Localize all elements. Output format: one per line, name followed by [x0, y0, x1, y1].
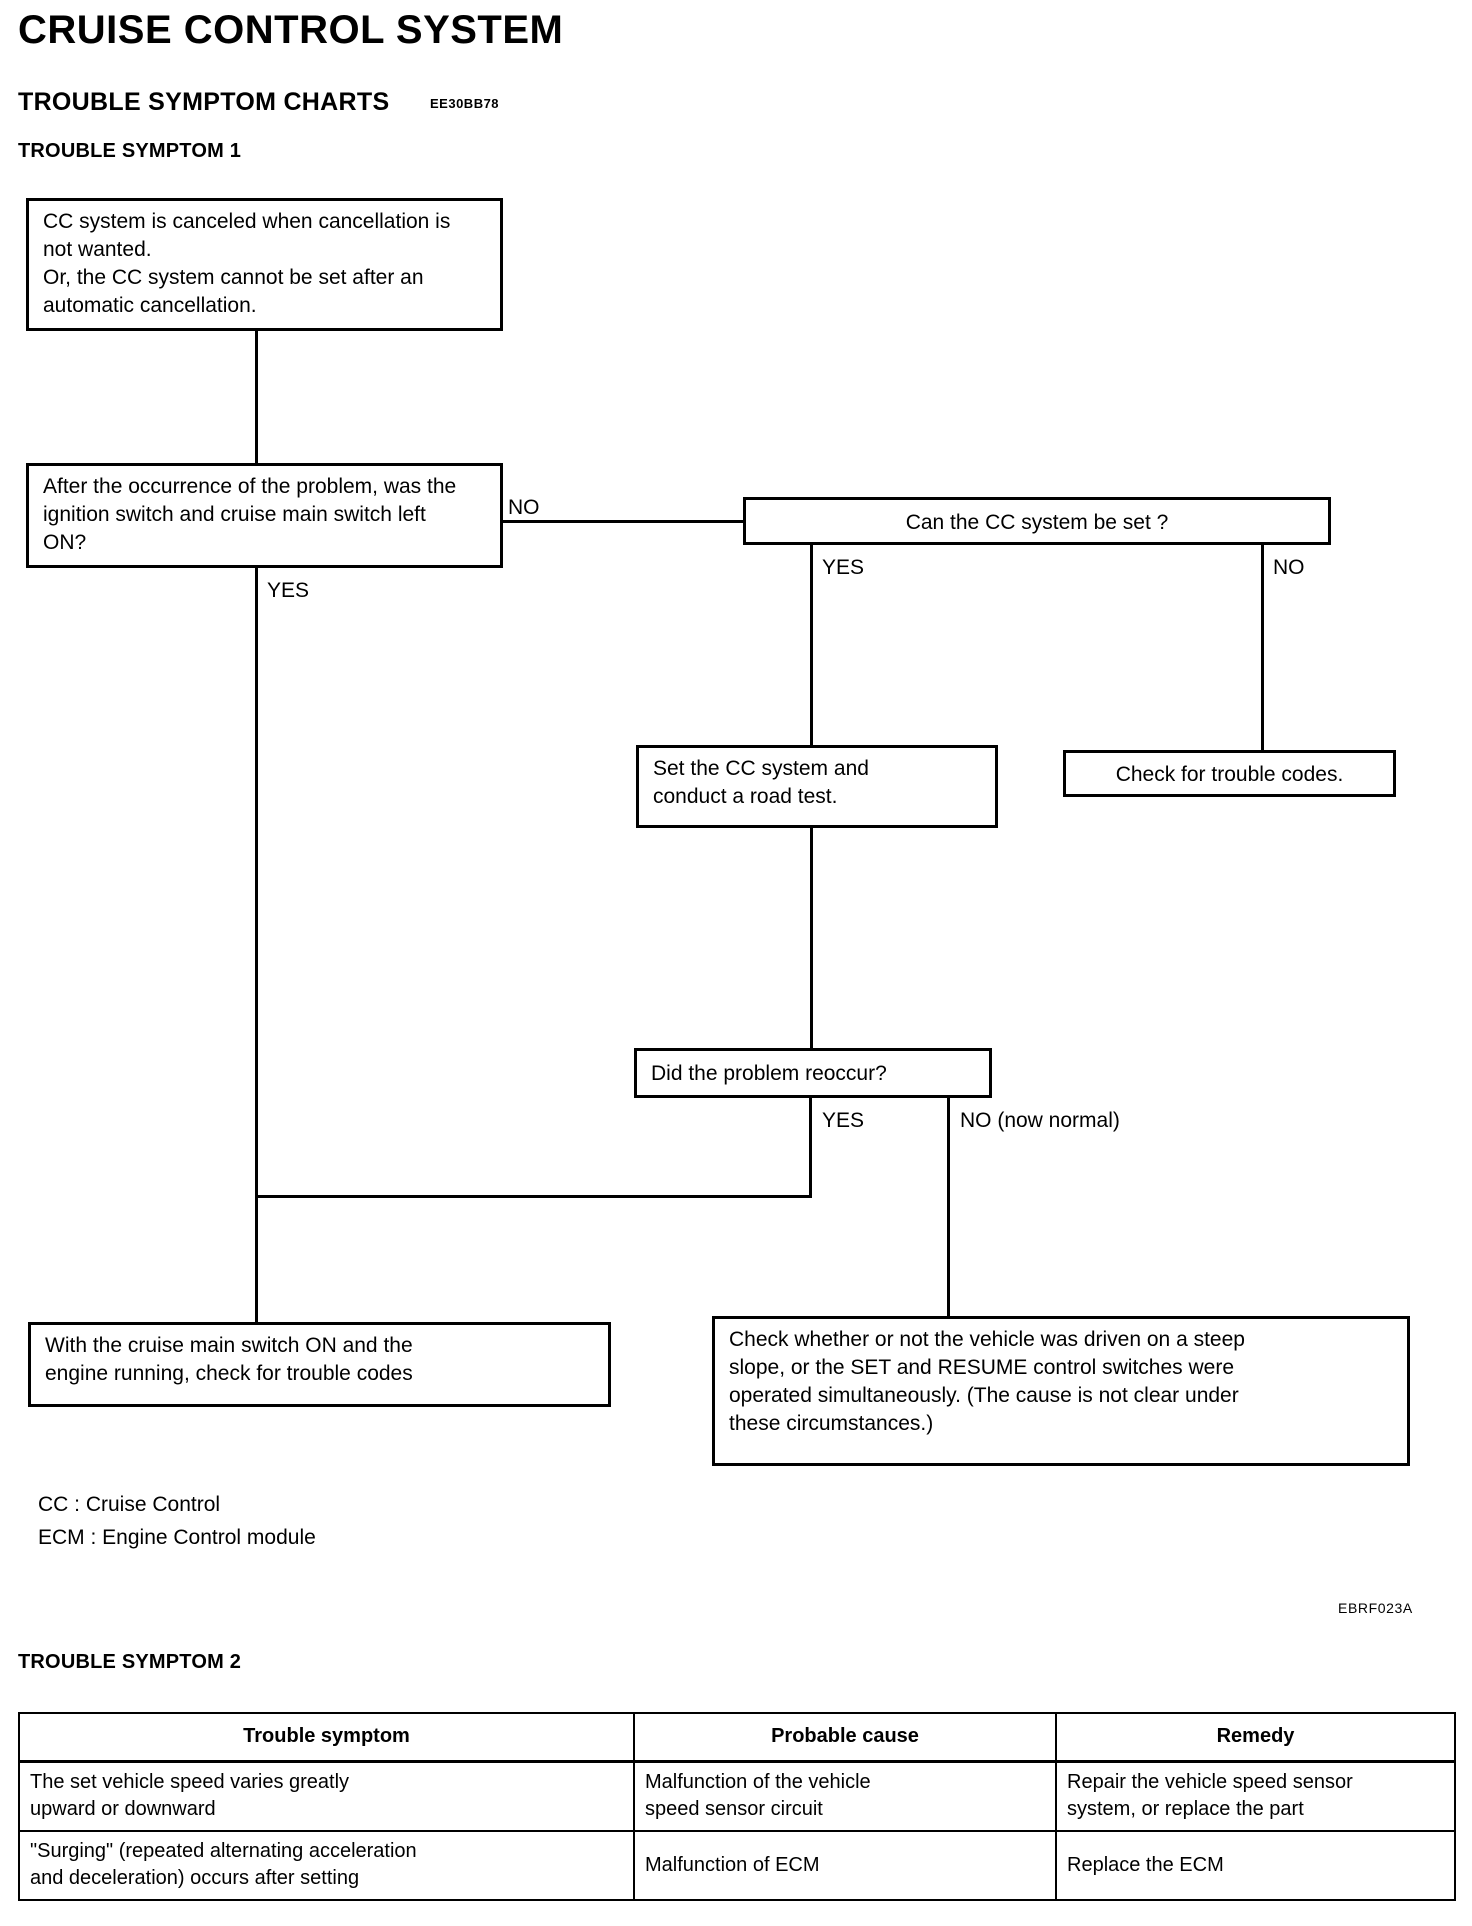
flow-box-reoccur-question: Did the problem reoccur?	[634, 1048, 992, 1098]
cell-line: Repair the vehicle speed sensor	[1067, 1770, 1353, 1793]
section-title: TROUBLE SYMPTOM CHARTS	[18, 88, 390, 116]
flow-box-set-road-test: Set the CC system and conduct a road tes…	[636, 745, 998, 828]
flow-box-steep-slope-line3: operated simultaneously. (The cause is n…	[729, 1383, 1239, 1407]
cell-probable-cause-1: Malfunction of the vehicle speed sensor …	[633, 1760, 1057, 1832]
flow-box-cruise-main-switch-line2: engine running, check for trouble codes	[45, 1361, 413, 1385]
cell-remedy-1: Repair the vehicle speed sensor system, …	[1055, 1760, 1456, 1832]
flow-box-ignition-line1: After the occurrence of the problem, was…	[43, 475, 457, 498]
page-title: CRUISE CONTROL SYSTEM	[18, 8, 564, 52]
cell-probable-cause-2: Malfunction of ECM	[633, 1829, 1057, 1901]
table-header-trouble-symptom: Trouble symptom	[18, 1711, 635, 1763]
label-can-set-no: NO	[1273, 556, 1305, 579]
flow-box-can-set-line1: Can the CC system be set ?	[905, 511, 1169, 534]
flow-box-problem: CC system is canceled when cancellation …	[26, 198, 503, 331]
connector-road-test-to-reoccur	[810, 828, 813, 1050]
flow-box-can-set-question: Can the CC system be set ?	[743, 497, 1331, 545]
flow-box-problem-line2: not wanted.	[43, 237, 152, 261]
cell-trouble-symptom-1: The set vehicle speed varies greatly upw…	[18, 1760, 635, 1832]
connector-can-set-no	[1261, 545, 1264, 750]
flow-box-ignition-line3: ON?	[43, 530, 87, 554]
connector-can-set-yes	[810, 545, 813, 745]
connector-reoccur-no	[947, 1098, 950, 1316]
cell-line: The set vehicle speed varies greatly	[30, 1770, 350, 1793]
flow-box-ignition-line2: ignition switch and cruise main switch l…	[43, 502, 426, 526]
connector-reoccur-yes-horizontal	[255, 1195, 812, 1198]
flow-box-set-road-test-line2: conduct a road test.	[653, 784, 838, 808]
flow-box-steep-slope-line2: slope, or the SET and RESUME control swi…	[729, 1355, 1234, 1379]
table-header-remedy: Remedy	[1055, 1711, 1456, 1763]
flow-box-problem-line4: automatic cancellation.	[43, 293, 257, 317]
cell-line: Replace the ECM	[1067, 1853, 1224, 1876]
flow-box-ignition-question: After the occurrence of the problem, was…	[26, 463, 503, 568]
flow-box-steep-slope-line4: these circumstances.)	[729, 1411, 934, 1435]
label-reoccur-no: NO (now normal)	[960, 1109, 1120, 1132]
connector-reoccur-yes-vertical	[809, 1098, 812, 1198]
symptom-2-title: TROUBLE SYMPTOM 2	[18, 1651, 242, 1673]
cell-remedy-2: Replace the ECM	[1055, 1829, 1456, 1901]
flow-box-problem-line1: CC system is canceled when cancellation …	[43, 210, 451, 233]
table-row: The set vehicle speed varies greatly upw…	[18, 1760, 1456, 1832]
connector-ignition-no	[503, 520, 745, 523]
cell-trouble-symptom-2: "Surging" (repeated alternating accelera…	[18, 1829, 635, 1901]
legend-cc: CC : Cruise Control	[38, 1493, 221, 1516]
label-ignition-yes: YES	[267, 579, 310, 602]
table-header-row: Trouble symptom Probable cause Remedy	[18, 1711, 1456, 1763]
cell-line: and deceleration) occurs after setting	[30, 1867, 360, 1890]
flow-box-check-trouble-codes-line1: Check for trouble codes.	[1115, 763, 1344, 786]
cell-line: "Surging" (repeated alternating accelera…	[30, 1839, 417, 1862]
flow-box-problem-line3: Or, the CC system cannot be set after an	[43, 265, 424, 289]
flow-box-check-trouble-codes: Check for trouble codes.	[1063, 750, 1396, 797]
symptom-1-title: TROUBLE SYMPTOM 1	[18, 140, 242, 162]
flow-box-reoccur-line1: Did the problem reoccur?	[651, 1062, 887, 1085]
flow-box-steep-slope-line1: Check whether or not the vehicle was dri…	[729, 1328, 1245, 1351]
connector-problem-to-ignition	[255, 331, 258, 465]
flow-box-set-road-test-line1: Set the CC system and	[653, 757, 869, 780]
flow-box-cruise-main-switch-on: With the cruise main switch ON and the e…	[28, 1322, 611, 1407]
cell-line: speed sensor circuit	[645, 1798, 823, 1821]
cell-line: upward or downward	[30, 1798, 216, 1821]
symptom-2-table: Trouble symptom Probable cause Remedy Th…	[18, 1711, 1456, 1901]
cell-line: Malfunction of the vehicle	[645, 1770, 871, 1793]
connector-ignition-yes	[255, 568, 258, 1323]
table-row: "Surging" (repeated alternating accelera…	[18, 1829, 1456, 1901]
section-code: EE30BB78	[430, 96, 500, 111]
cell-line: system, or replace the part	[1067, 1798, 1304, 1821]
flow-box-check-steep-slope: Check whether or not the vehicle was dri…	[712, 1316, 1410, 1466]
label-can-set-yes: YES	[822, 556, 865, 579]
flow-box-cruise-main-switch-line1: With the cruise main switch ON and the	[45, 1334, 413, 1357]
cell-line: Malfunction of ECM	[645, 1853, 820, 1876]
figure-code: EBRF023A	[1338, 1600, 1413, 1616]
label-ignition-no: NO	[508, 496, 540, 519]
table-header-probable-cause: Probable cause	[633, 1711, 1057, 1763]
label-reoccur-yes: YES	[822, 1109, 865, 1132]
legend-ecm: ECM : Engine Control module	[38, 1526, 316, 1549]
